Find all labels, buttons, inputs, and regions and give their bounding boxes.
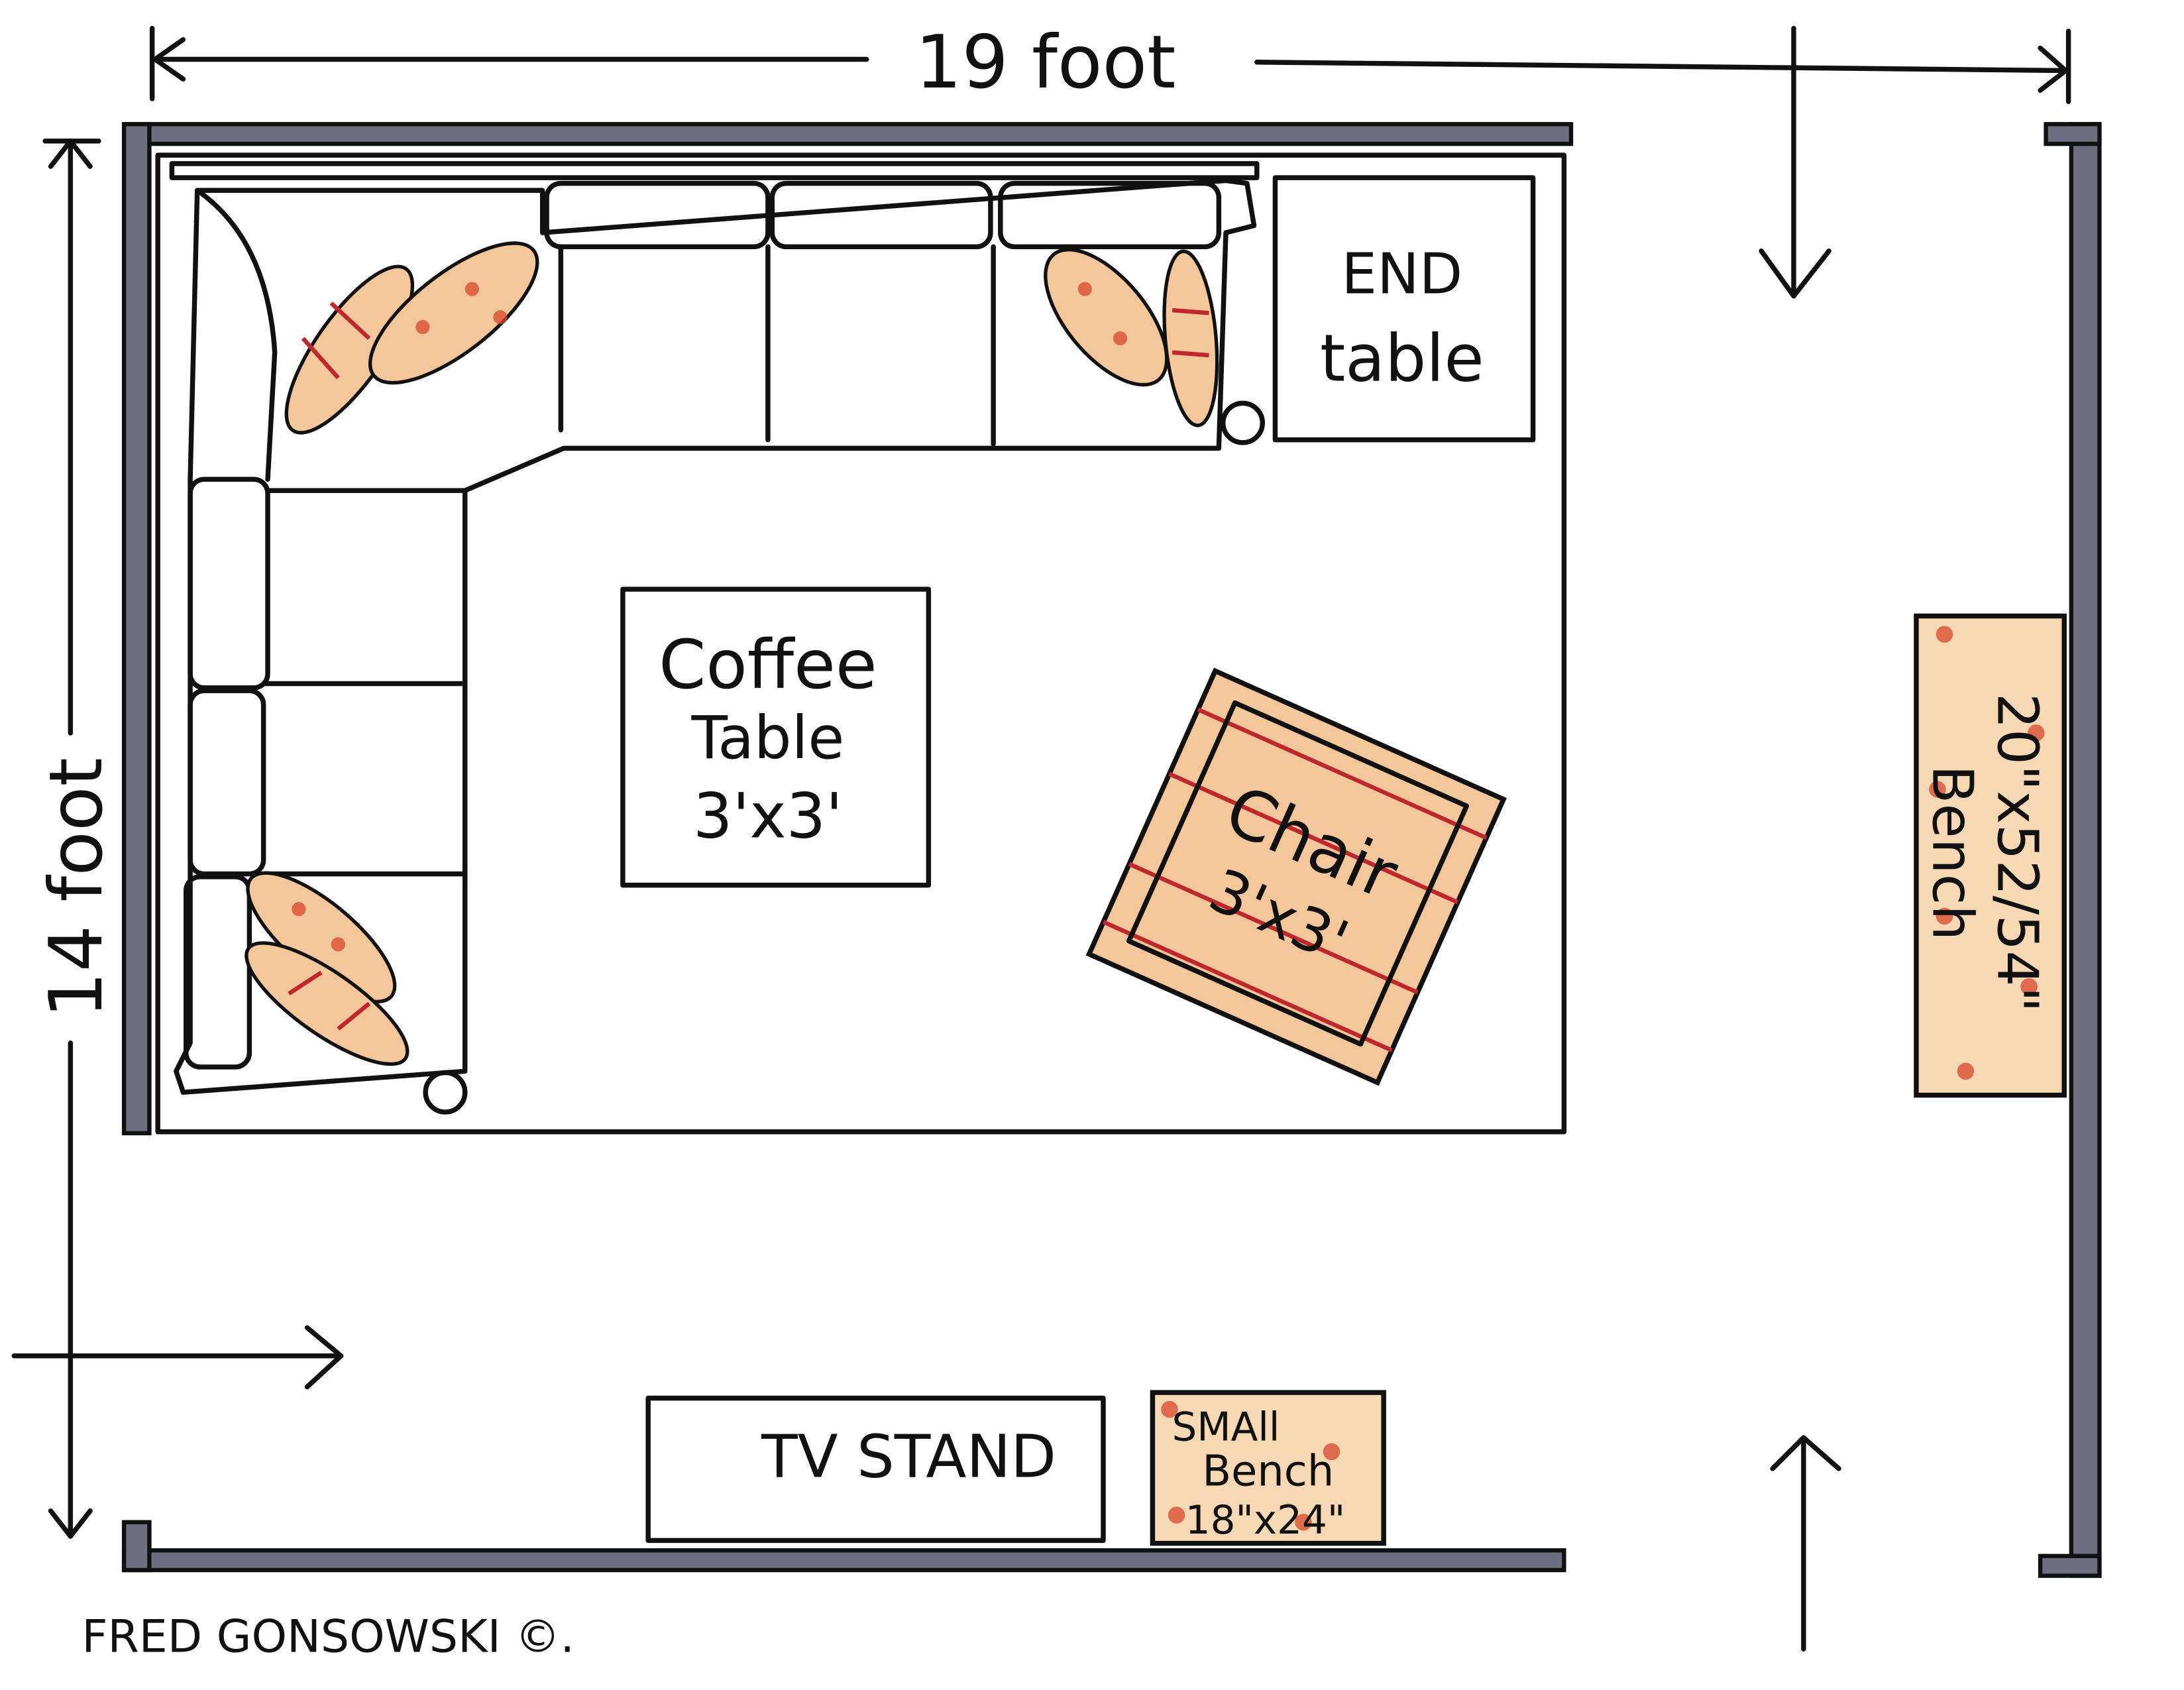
end-table: END table [1272, 175, 1536, 443]
bench: 20"x52/54" Bench [1914, 613, 2067, 1098]
width-dimension: 19 foot [149, 20, 2071, 105]
depth-dimension: 14 foot [34, 139, 119, 1539]
coffee-table: Coffee Table 3'x3' [620, 587, 932, 888]
tv-stand: TV STAND [645, 1395, 1106, 1544]
right-arrow-icon [11, 1325, 344, 1390]
down-arrow-icon [1759, 25, 1831, 299]
tv-stand-label: TV STAND [761, 1423, 1056, 1492]
sectional-sofa [174, 178, 1266, 1115]
small-bench-line2: Bench [1202, 1447, 1334, 1496]
end-table-line2: table [1320, 321, 1484, 396]
area-rug [155, 152, 1567, 1135]
bench-label: Bench [1919, 765, 1985, 940]
coffee-table-size: 3'x3' [693, 780, 843, 852]
small-bench-size: 18"x24" [1185, 1498, 1345, 1544]
chair: Chair 3'x3' [1085, 667, 1507, 1086]
small-bench-line1: SMAll [1172, 1404, 1280, 1450]
depth-label: 14 foot [34, 758, 119, 1018]
up-arrow-icon [1770, 1435, 1841, 1652]
small-bench: SMAll Bench 18"x24" [1150, 1390, 1386, 1546]
rug-edge [169, 161, 1260, 180]
pillows [245, 241, 1219, 1066]
signature: FRED GONSOWSKI ©. [82, 1610, 574, 1663]
width-label: 19 foot [915, 20, 1175, 105]
bench-size: 20"x52/54" [1984, 693, 2049, 1013]
end-table-line1: END [1341, 241, 1462, 307]
walls [121, 122, 2102, 1578]
coffee-table-line1: Coffee [659, 626, 877, 704]
coffee-table-line2: Table [690, 704, 844, 773]
